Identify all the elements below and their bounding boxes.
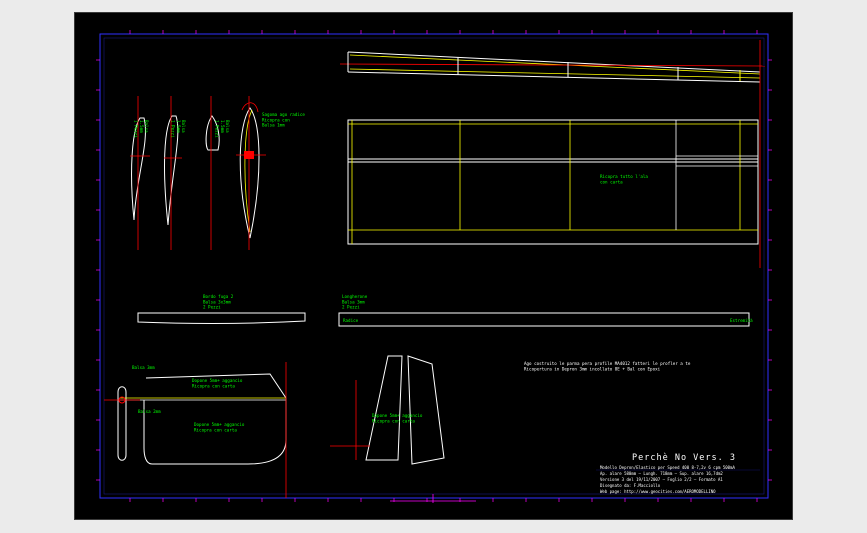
drawing-viewport[interactable] <box>74 12 793 520</box>
wing-spar-view <box>339 51 766 83</box>
fuselage-side-view <box>104 362 287 498</box>
drawing-border <box>99 33 769 499</box>
rib-section-root <box>236 96 266 250</box>
fin-mid-label: Balsa 2mm <box>138 409 161 414</box>
drawing-border-inner <box>103 37 765 495</box>
fin-top-label: Balsa 3mm <box>132 365 155 370</box>
title-block-line-1: Modello Depron/Elastico per Speed 400 8-… <box>600 465 735 470</box>
rib-section-1 <box>130 96 150 250</box>
crosshair-icon <box>390 494 476 503</box>
rib-a-label: Balsa1.5mm1 Pezzi <box>134 120 150 138</box>
title-block-line-5: Web page: http://www.geocities.com/AEROM… <box>600 489 716 494</box>
grid-marks <box>96 30 772 502</box>
wing-plan-view <box>347 40 761 268</box>
title-block-title: Perchè No Vers. 3 <box>632 452 736 463</box>
title-block-line-3: Versione 3 del 19/11/2007 — Foglio 2/2 —… <box>600 477 723 482</box>
rib-section-2 <box>164 96 182 250</box>
construction-note: Ago costruito le parma pera profile MA40… <box>524 361 691 371</box>
trailing-edge-strip <box>137 312 306 324</box>
strip-right-label: Estremità <box>730 318 753 323</box>
strip-left-label: Radice <box>343 318 359 323</box>
title-block-line-4: Disegnato da: F.Macciollo <box>600 483 661 488</box>
fin-view <box>330 355 445 465</box>
leading-edge-strip <box>338 312 750 327</box>
rib-section-3 <box>205 96 220 250</box>
title-block-line-2: Ap. alare 580mm — Lungh. 718mm — Sup. al… <box>600 471 723 476</box>
rib-c-label: Balsa1.5mm1 Pezzi <box>215 120 231 138</box>
rib-b-label: Balsa1.5mm1 Pezzi <box>171 120 187 138</box>
